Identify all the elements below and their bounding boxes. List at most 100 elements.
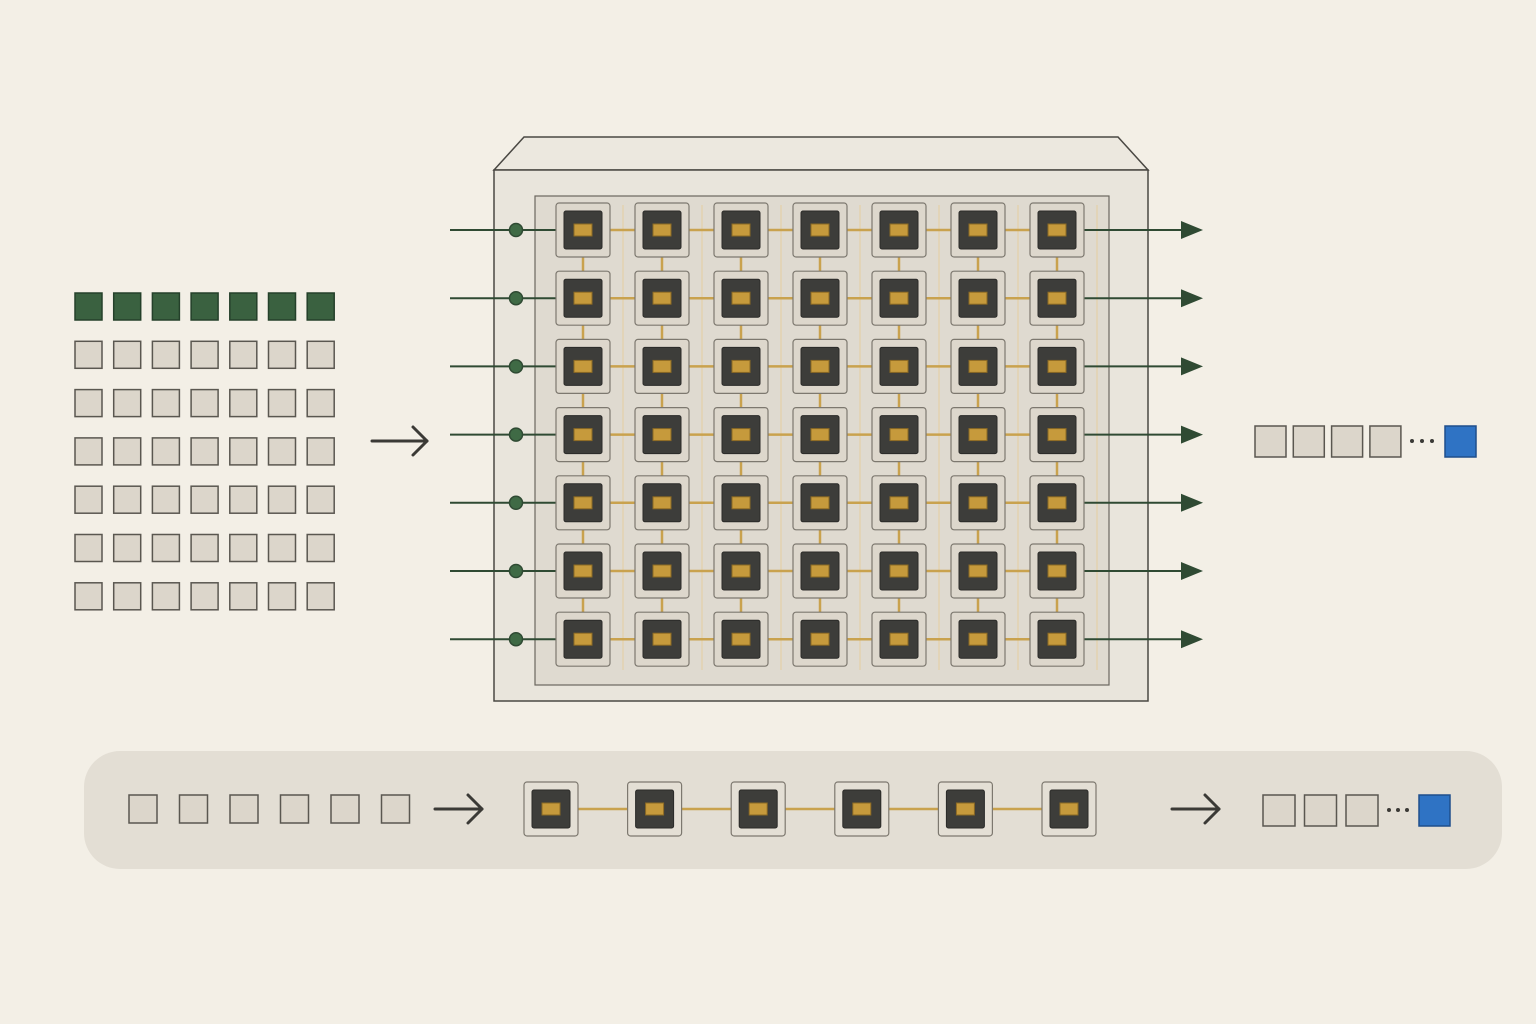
output-ellipsis-dot — [1420, 439, 1424, 443]
processing-element — [792, 270, 848, 326]
processing-element-core — [573, 291, 593, 305]
input-cell — [306, 582, 335, 611]
strip-pe-core — [541, 802, 561, 816]
strip-input-cell — [229, 794, 259, 824]
processing-element-core — [889, 428, 909, 442]
processing-element-core — [731, 223, 751, 237]
processing-element-core — [968, 496, 988, 510]
strip-input-cell — [279, 794, 310, 824]
strip-pe-core — [852, 802, 872, 816]
processing-element — [1029, 202, 1085, 258]
array-output-arrowhead — [1181, 221, 1203, 239]
strip-input-arrow — [433, 793, 484, 825]
processing-element — [713, 475, 769, 531]
processing-element-core — [731, 291, 751, 305]
processing-element — [1029, 338, 1085, 394]
input-cell — [74, 485, 103, 514]
processing-element — [792, 611, 848, 667]
input-cell — [151, 340, 181, 370]
strip-output-cell — [1303, 794, 1338, 827]
processing-element-core — [652, 359, 672, 373]
processing-element — [634, 611, 690, 667]
processing-element-core — [652, 632, 672, 646]
input-highlight-cell — [74, 292, 103, 321]
array-input-terminal — [508, 359, 524, 374]
array-input-terminal — [508, 222, 524, 238]
input-highlight-cell — [267, 292, 297, 321]
input-highlight-cell — [151, 292, 181, 321]
processing-element-core — [889, 496, 909, 510]
strip-pe — [523, 781, 579, 837]
processing-element-core — [968, 223, 988, 237]
processing-element — [555, 543, 611, 599]
processing-element-core — [573, 496, 593, 510]
processing-element — [713, 202, 769, 258]
processing-element — [792, 543, 848, 599]
processing-element-core — [968, 564, 988, 578]
processing-element — [871, 407, 927, 463]
input-cell — [151, 533, 181, 563]
processing-element-core — [731, 632, 751, 646]
processing-element — [1029, 543, 1085, 599]
processing-element — [634, 543, 690, 599]
array-input-terminal — [508, 495, 524, 511]
input-cell — [229, 582, 258, 611]
processing-element — [950, 475, 1006, 531]
processing-element-core — [731, 428, 751, 442]
output-sequence — [1254, 425, 1477, 458]
strip-pe — [730, 781, 786, 837]
array-output-arrowhead — [1181, 425, 1203, 444]
input-cell — [267, 340, 297, 370]
input-cell — [229, 485, 258, 514]
processing-element — [555, 475, 611, 531]
processing-element — [792, 407, 848, 463]
input-to-array-arrow-head — [411, 425, 429, 457]
array-input-terminal — [508, 290, 524, 306]
processing-element — [713, 338, 769, 394]
input-cell — [190, 582, 219, 611]
strip-pe — [834, 781, 890, 837]
output-ellipsis-dot — [1410, 439, 1414, 443]
strip-input-arrow-head — [466, 793, 484, 825]
processing-element — [634, 338, 690, 394]
strip-pe — [937, 781, 994, 837]
processing-element-core — [889, 223, 909, 237]
input-cell — [267, 437, 297, 466]
input-cell — [151, 388, 181, 418]
processing-element — [634, 270, 690, 326]
strip-ellipsis-dot — [1396, 808, 1400, 812]
input-to-array-arrow — [370, 425, 429, 457]
input-cell — [151, 437, 181, 466]
input-cell — [229, 437, 258, 466]
processing-element — [792, 338, 848, 394]
strip-pe-core — [645, 802, 665, 816]
processing-element — [950, 611, 1006, 667]
processing-element — [555, 202, 611, 258]
processing-element-core — [810, 632, 830, 646]
strip-input-cell — [178, 794, 209, 824]
strip-output-arrow-head — [1203, 793, 1221, 825]
input-cell — [229, 388, 258, 418]
input-cell — [306, 388, 335, 418]
processing-element — [634, 407, 690, 463]
processing-element-core — [652, 291, 672, 305]
processing-element-core — [652, 564, 672, 578]
processing-element-core — [731, 496, 751, 510]
input-matrix — [74, 292, 429, 611]
processing-element-core — [652, 428, 672, 442]
input-highlight-cell — [112, 292, 142, 321]
processing-element — [555, 270, 611, 326]
processing-element-core — [573, 359, 593, 373]
array-output-arrowhead — [1181, 562, 1203, 580]
processing-element — [871, 270, 927, 326]
input-cell — [74, 533, 103, 563]
processing-element-core — [1047, 496, 1067, 510]
strip-input-cell — [380, 794, 411, 824]
processing-element-core — [889, 564, 909, 578]
processing-element-core — [810, 223, 830, 237]
strip-ellipsis-dot — [1405, 808, 1409, 812]
processing-element — [1029, 611, 1085, 667]
array-input-terminal — [508, 631, 524, 647]
